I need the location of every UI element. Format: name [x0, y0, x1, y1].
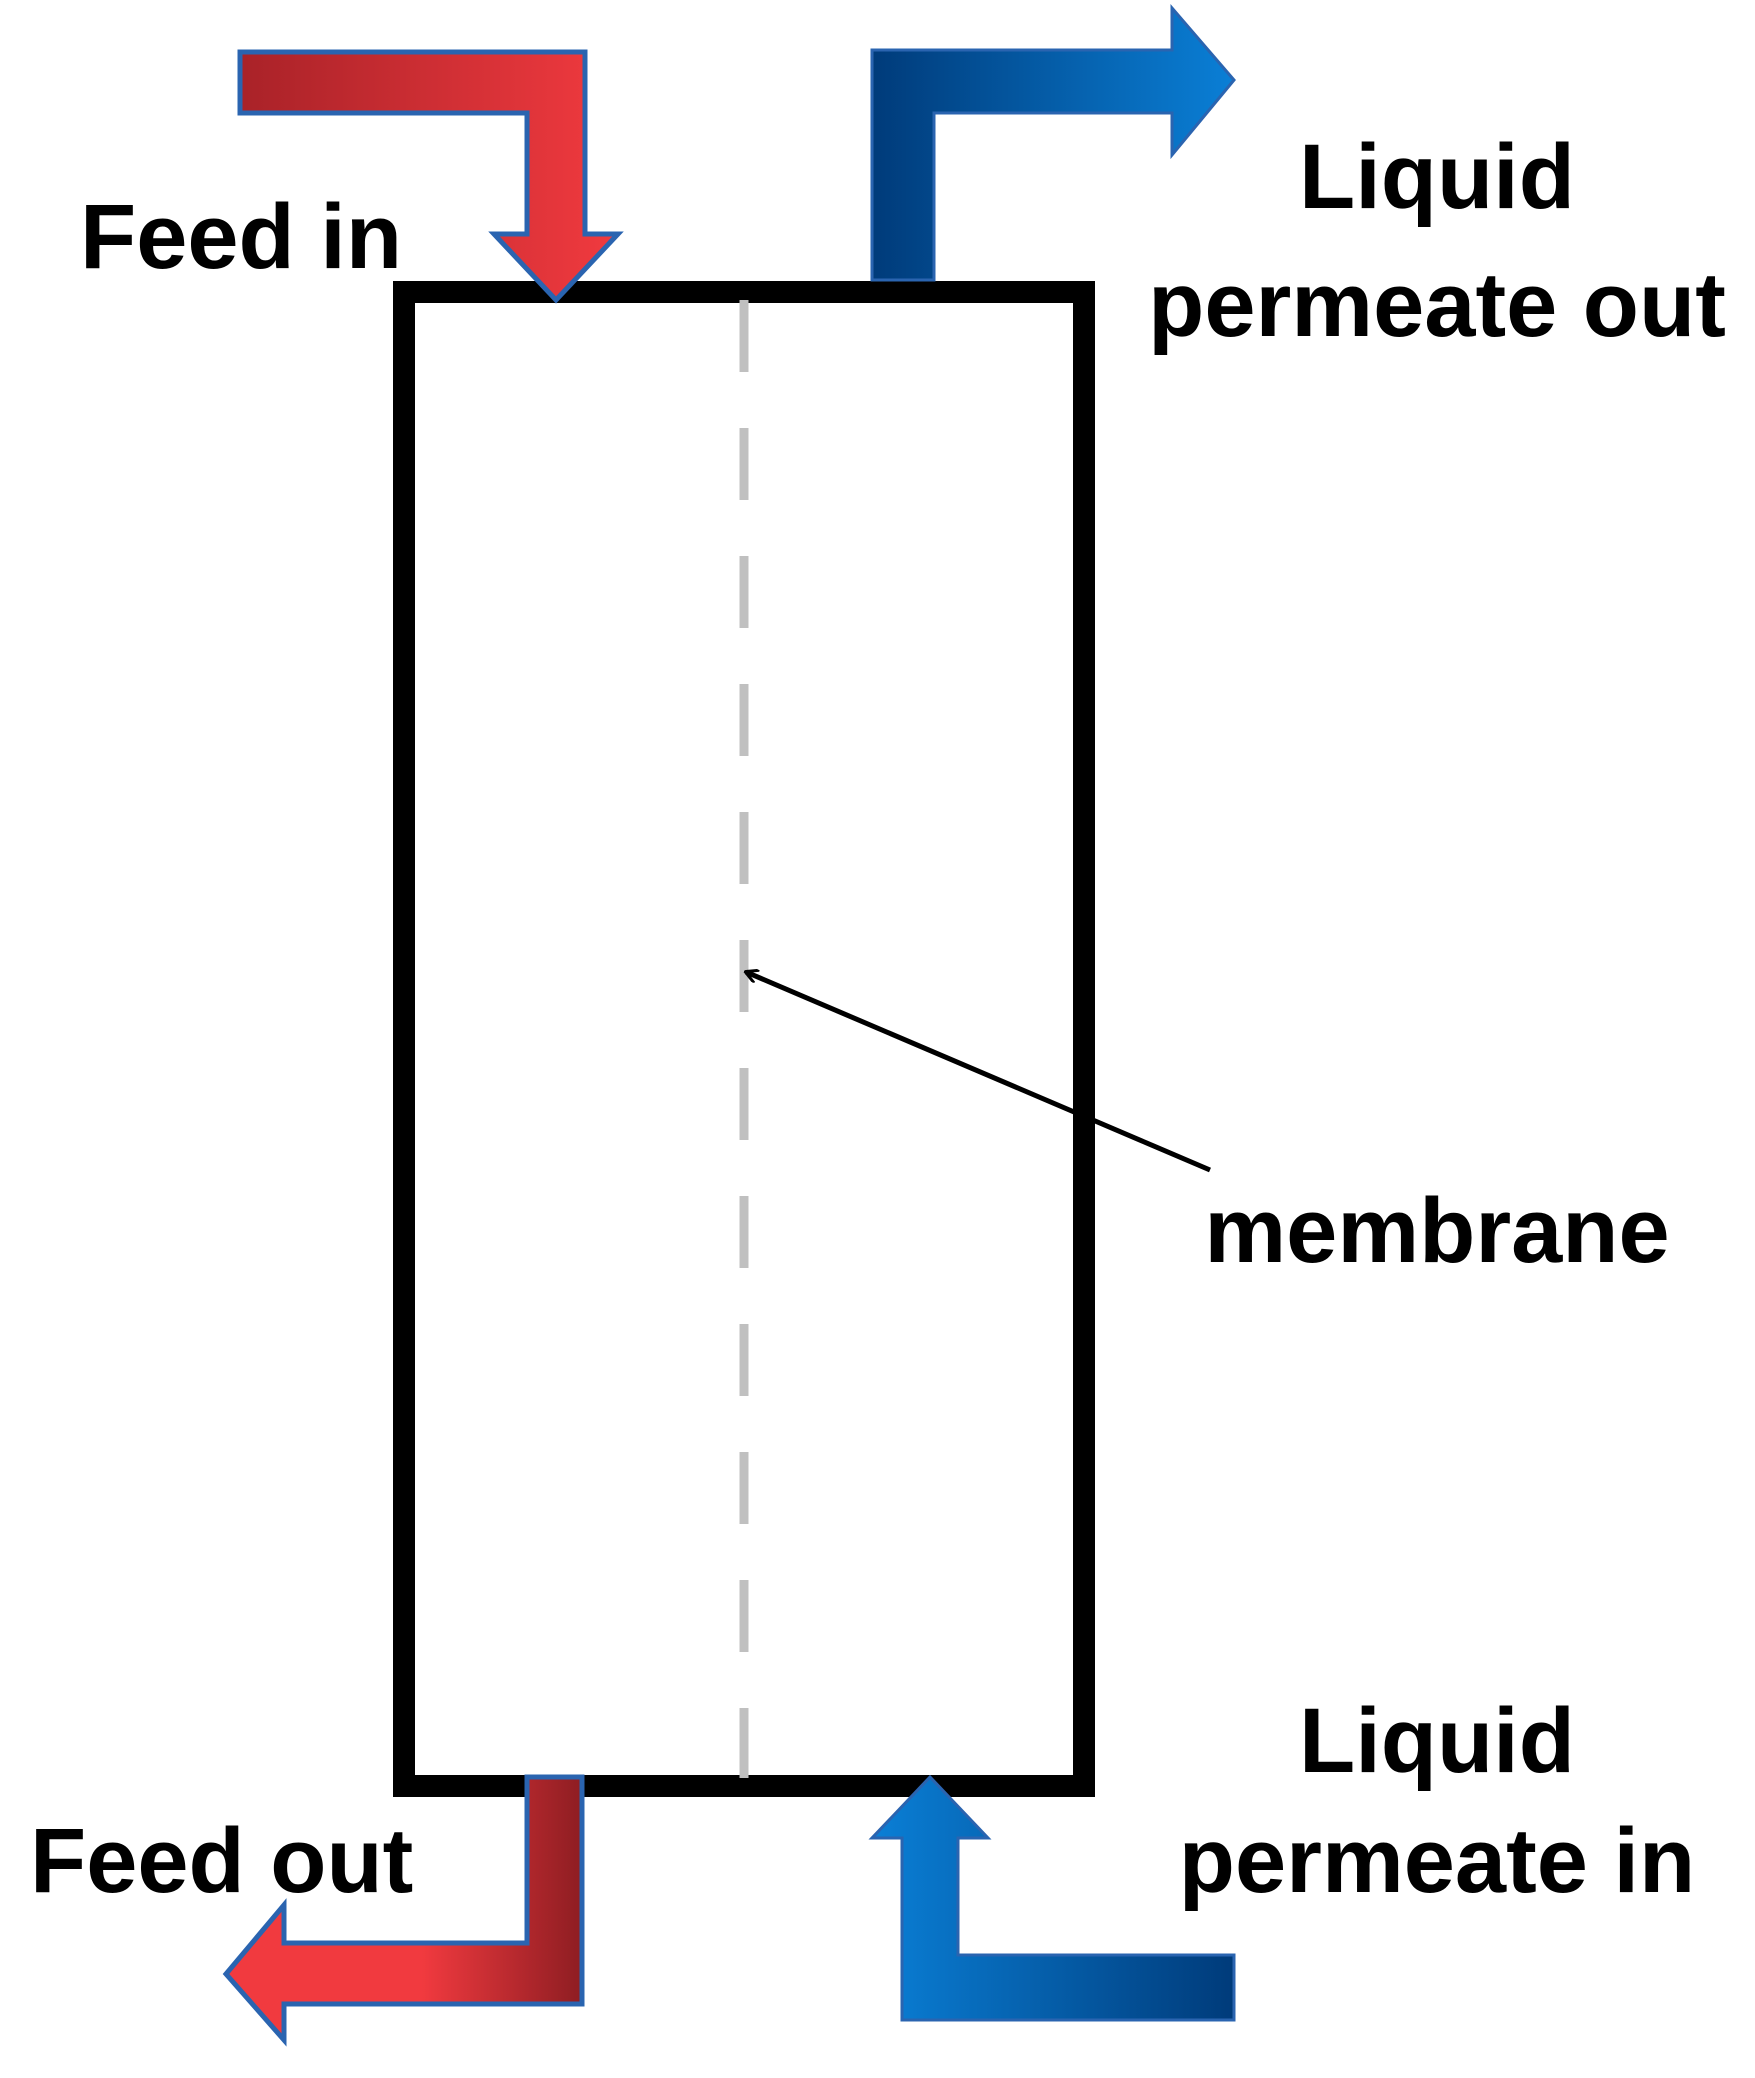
- permeate-out-arrow: [870, 3, 1236, 282]
- feed-in-label: Feed in: [80, 186, 402, 288]
- feed-out-arrow: [222, 1774, 585, 2047]
- feed-in-arrow: [237, 49, 624, 304]
- permeate-out-label-line1: Liquid: [1299, 126, 1575, 228]
- permeate-in-label-line2: permeate in: [1179, 1810, 1695, 1912]
- membrane-pointer-arrow: [746, 972, 1211, 1173]
- membrane-label: membrane: [1204, 1180, 1669, 1282]
- module-body: [393, 281, 1095, 1797]
- permeate-in-label-line1: Liquid: [1299, 1690, 1575, 1792]
- permeate-out-label-line2: permeate out: [1148, 254, 1726, 356]
- permeate-in-arrow: [868, 1774, 1236, 2022]
- feed-out-label: Feed out: [30, 1810, 413, 1912]
